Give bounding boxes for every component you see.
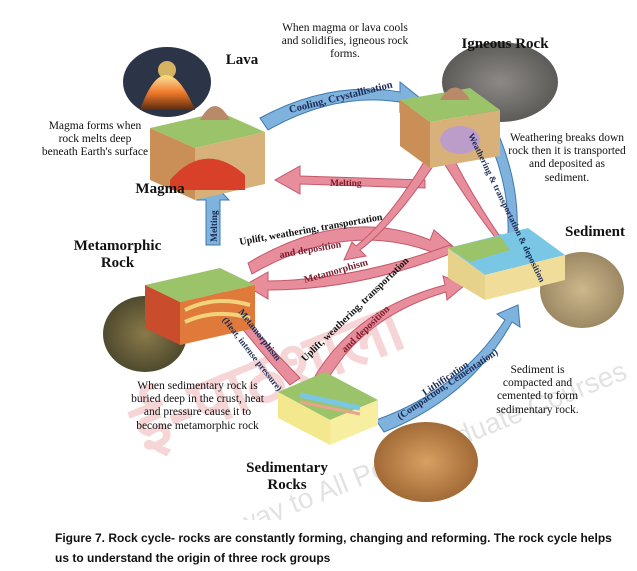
label-sediment: Sediment bbox=[565, 224, 625, 240]
desc-compaction: Sediment is compacted and cemented to fo… bbox=[496, 364, 579, 416]
metamorphic-block bbox=[145, 268, 255, 345]
label-igneous-rock: Igneous Rock bbox=[461, 36, 549, 52]
rock-cycle-diagram: ई-पाठशाला A Gateway to All Post Graduate… bbox=[41, 22, 631, 571]
cooling-arrow bbox=[259, 80, 421, 131]
sedimentary-rock-photo bbox=[374, 422, 478, 502]
lithification-arrow bbox=[375, 304, 521, 433]
igneous-to-metamorphic-arrow bbox=[343, 137, 451, 261]
label-metamorphic-rock: Metamorphic Rock bbox=[73, 238, 162, 272]
rock-cycle-drawing: ई-पाठशाला A Gateway to All Post Graduate… bbox=[103, 42, 631, 571]
sedimentary-block bbox=[278, 372, 378, 445]
desc-weathering: Weathering breaks down rock then it is t… bbox=[508, 132, 626, 184]
label-magma: Magma bbox=[135, 181, 185, 197]
desc-burial: When sedimentary rock is buried deep in … bbox=[131, 380, 264, 432]
arrow-label-melting-top: Melting bbox=[330, 179, 362, 189]
label-lava: Lava bbox=[225, 52, 259, 68]
desc-magma: Magma forms when rock melts deep beneath… bbox=[41, 120, 149, 159]
lava-photo bbox=[123, 47, 211, 117]
melting-arrow bbox=[273, 165, 426, 195]
label-sedimentary-rocks: Sedimentary Rocks bbox=[246, 460, 328, 494]
igneous-block bbox=[400, 87, 500, 168]
figure-caption: Figure 7. Rock cycle- rocks are constant… bbox=[55, 531, 612, 565]
magma-block bbox=[150, 106, 265, 200]
metamorphism-arrow-center bbox=[244, 244, 456, 300]
arrow-label-melting-left: Melting bbox=[210, 210, 220, 242]
desc-cooling: When magma or lava cools and solidifies,… bbox=[281, 22, 409, 61]
sediment-block bbox=[448, 228, 565, 300]
